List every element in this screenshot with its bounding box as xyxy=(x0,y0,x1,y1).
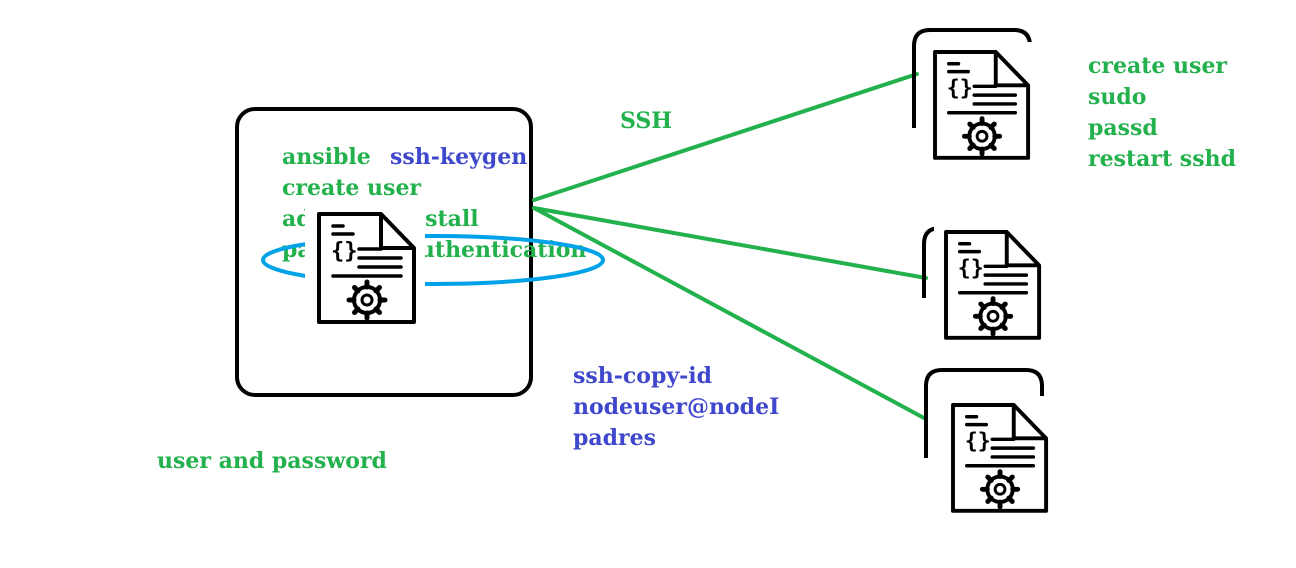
node-step-passd: passd xyxy=(1088,115,1158,141)
controller-password-auth-label: password authentication xyxy=(282,237,587,263)
ssh-line-node1 xyxy=(532,72,919,202)
controller-ansible-label: ansible xyxy=(282,144,371,170)
copy-id-target: nodeuser@nodeI xyxy=(573,394,780,420)
ssh-line-node2 xyxy=(532,206,928,280)
ssh-label: SSH xyxy=(620,108,673,134)
copy-id-commands: ssh-copy-id nodeuser@nodeI padres xyxy=(573,361,779,454)
node-step-create-user: create user xyxy=(1088,53,1228,79)
user-and-password-label: user and password xyxy=(157,448,387,474)
copy-id-command: ssh-copy-id xyxy=(573,363,713,389)
controller-sudo-install-label: add sudo install xyxy=(282,206,479,232)
node-step-restart-sshd: restart sshd xyxy=(1088,146,1236,172)
node-steps: create user sudo passd restart sshd xyxy=(1088,51,1236,175)
controller-ssh-keygen-label: ssh-keygen xyxy=(390,144,528,170)
copy-id-password: padres xyxy=(573,425,656,451)
node2-box xyxy=(922,226,1030,298)
controller-create-user-label: create user xyxy=(282,175,422,201)
node-step-sudo: sudo xyxy=(1088,84,1147,110)
node3-box xyxy=(924,368,1044,458)
node1-box xyxy=(912,28,1032,128)
